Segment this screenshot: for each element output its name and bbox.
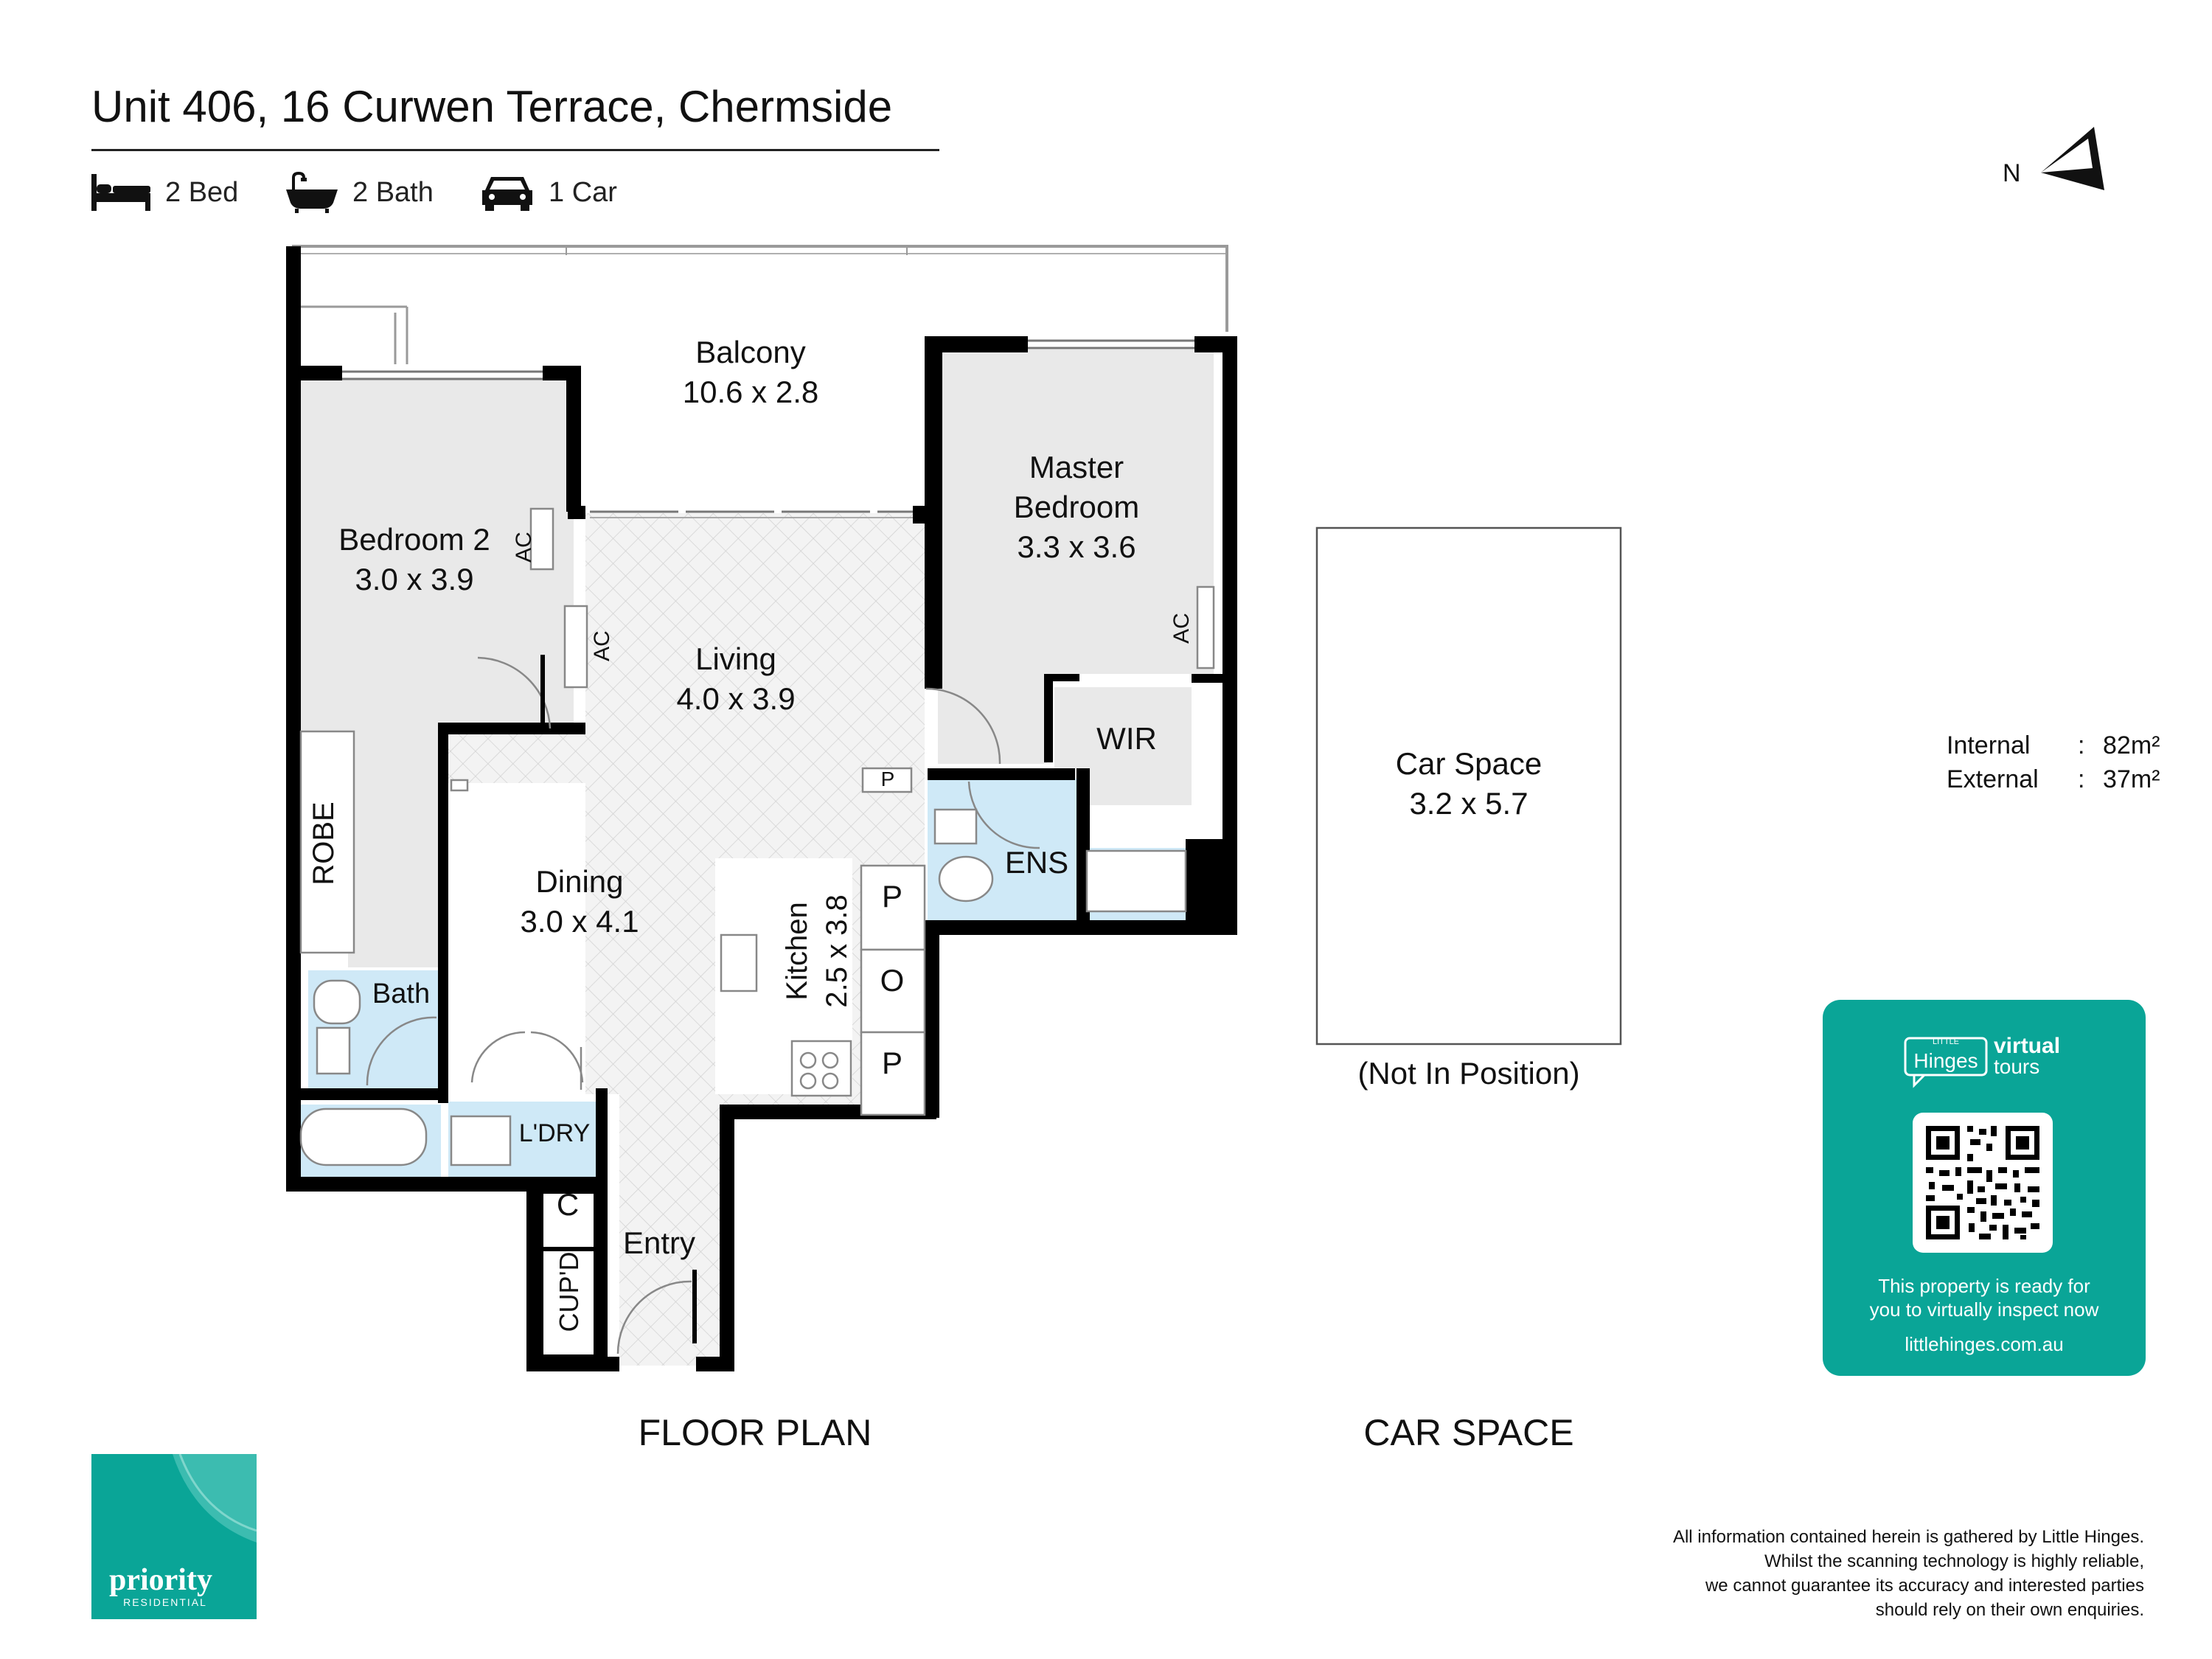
bedroom-2-label: Bedroom 2 [338,522,490,557]
master-bedroom-floor [938,349,1214,674]
car-space-labels: Car Space 3.2 x 5.7 (Not In Position) [1357,746,1579,1091]
virtual-tour-message-line-2: you to virtually inspect now [1869,1298,2099,1321]
feature-bath: 2 Bath [286,172,434,213]
balcony-size: 10.6 x 2.8 [683,375,818,409]
car-space-section-label: CAR SPACE [1363,1412,1573,1453]
master-bedroom-size: 3.3 x 3.6 [1017,529,1135,564]
wir-label: WIR [1096,721,1157,756]
entry-cupboards [539,1189,598,1359]
kitchen-label: Kitchen [781,902,813,1000]
rotated-labels: ROBE Kitchen 2.5 x 3.8 CUP'D AC AC AC [307,532,1194,1332]
living-size: 4.0 x 3.9 [676,681,795,716]
area-internal-value: 82m² [2103,731,2160,759]
living-label: Living [695,641,776,676]
compass-label: N [2003,159,2021,187]
disclaimer-line-2: Whilst the scanning technology is highly… [1764,1551,2144,1571]
brand-small-text: LITTLE [1933,1037,1959,1046]
ac-label-master: AC [1169,613,1194,644]
area-external-label: External [1947,765,2039,793]
page-title: Unit 406, 16 Curwen Terrace, Chermside [91,82,893,131]
car-icon [482,177,532,211]
area-row-external: External : 37m² [1947,762,2160,796]
qr-code-icon [1926,1126,2039,1239]
feature-bed-label: 2 Bed [165,176,239,208]
title-divider [91,149,939,151]
brand-text: Hinges [1913,1049,1978,1072]
windows [342,339,1194,518]
agency-sub: RESIDENTIAL [123,1596,207,1608]
qr-code[interactable] [1913,1113,2053,1253]
disclaimer-line-4: should rely on their own enquiries. [1875,1600,2144,1620]
compass: N [2003,127,2104,190]
balcony-label: Balcony [695,335,805,369]
ens-label: ENS [1005,845,1068,880]
robe-corridor-floor [348,731,441,967]
virtual-tour-message-line-1: This property is ready for [1878,1275,2090,1297]
kitchen-size: 2.5 x 3.8 [821,894,853,1007]
floor-plan-label: FLOOR PLAN [639,1412,872,1453]
virtual-tour-card[interactable]: LITTLE Hinges virtual tours [1823,1000,2146,1376]
car-space-label: Car Space [1396,746,1542,781]
logo-swoosh-icon: priority RESIDENTIAL [109,1454,257,1608]
cupd-label: CUP'D [554,1252,584,1332]
room-fills [301,349,1214,1366]
pantry-p-label-2: P [882,1046,902,1080]
area-external-value: 37m² [2103,765,2160,793]
car-space-size: 3.2 x 5.7 [1409,786,1528,821]
virtual-text: virtual [1994,1034,2060,1058]
entry-label: Entry [623,1225,695,1260]
bedroom-2-floor [301,378,574,731]
robe-label: ROBE [307,801,340,885]
disclaimer-line-3: we cannot guarantee its accuracy and int… [1705,1576,2144,1596]
pantry-p-label-1: P [882,879,902,914]
living-dining-floor [448,513,925,1366]
disclaimer-line-1: All information contained herein is gath… [1672,1527,2144,1547]
virtual-tour-message: This property is ready for you to virtua… [1823,1274,2146,1321]
ac-label-living: AC [590,630,614,661]
ac-label-bedroom: AC [512,532,536,563]
bedroom-2-size: 3.0 x 3.9 [355,562,473,597]
feature-car: 1 Car [481,174,617,211]
feature-bath-label: 2 Bath [352,176,434,208]
pantry-p-small-label: P [881,768,895,790]
little-hinges-logo: LITTLE Hinges virtual tours [1904,1034,2060,1088]
bath-icon [286,172,338,213]
bed-icon [91,174,150,211]
master-bedroom-label-2: Bedroom [1014,490,1139,524]
disclaimer: All information contained herein is gath… [1673,1525,2144,1622]
car-space-note: (Not In Position) [1357,1056,1579,1091]
master-bedroom-label-1: Master [1029,450,1124,484]
area-row-internal: Internal : 82m² [1947,728,2160,762]
fixtures [299,507,1215,1354]
feature-bed: 2 Bed [91,174,238,211]
dining-label: Dining [535,864,623,899]
cupboard-c-label: C [557,1187,579,1222]
car-space-outline [1315,526,1622,1046]
feature-car-label: 1 Car [549,176,617,208]
area-internal-label: Internal [1947,731,2031,759]
laundry-label: L'DRY [519,1119,591,1147]
bath-label: Bath [372,978,430,1009]
oven-o-label: O [880,963,905,998]
priority-residential-logo: priority RESIDENTIAL [91,1454,257,1619]
agency-name: priority [109,1563,212,1597]
virtual-tour-url[interactable]: littlehinges.com.au [1905,1333,2064,1355]
room-labels: Balcony 10.6 x 2.8 Bedroom 2 3.0 x 3.9 M… [338,335,1157,1260]
tours-text: tours [1994,1055,2039,1078]
dining-size: 3.0 x 4.1 [520,904,639,939]
area-summary: Internal : 82m² External : 37m² [1947,728,2160,796]
